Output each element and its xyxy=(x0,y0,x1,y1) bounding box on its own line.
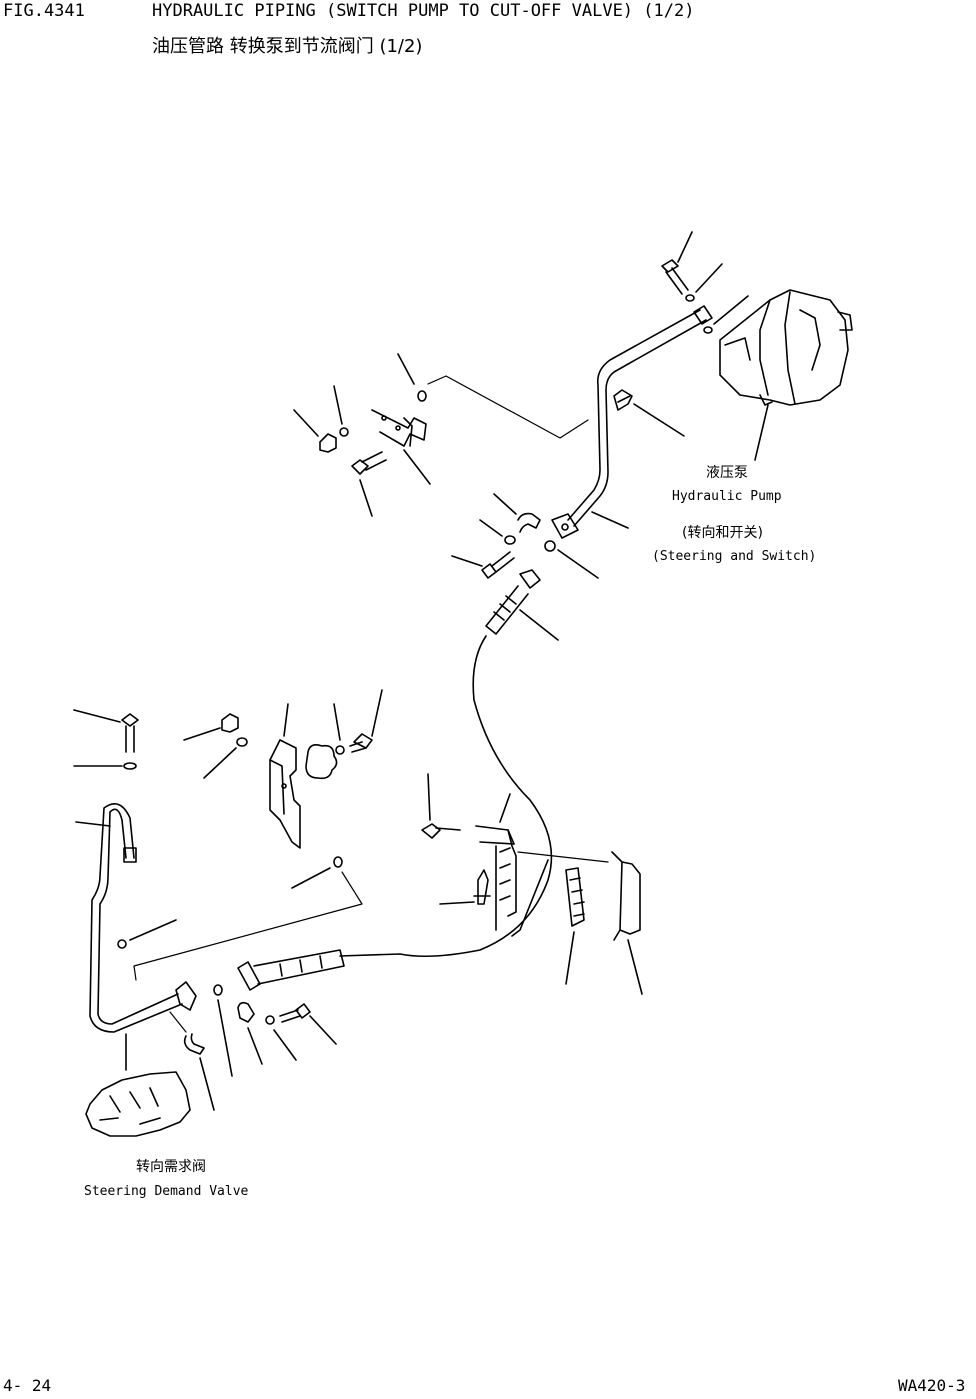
steering-demand-valve xyxy=(85,1071,191,1137)
lower-o-ring-leader xyxy=(217,999,233,1077)
mid-o-ring xyxy=(544,540,556,552)
lower-spring-washer-2 xyxy=(265,1015,275,1025)
lower-split-flange xyxy=(237,1001,255,1023)
figure-number: FIG.4341 xyxy=(3,1,85,21)
clip-bolt-leader xyxy=(427,773,431,821)
flange-bolt-leader xyxy=(309,1015,337,1045)
lower-o-ring xyxy=(213,984,223,996)
split-flange-lower-leader xyxy=(247,1027,263,1065)
lower-bracket xyxy=(269,739,301,849)
clip-stud xyxy=(473,869,491,905)
figure-title-en: HYDRAULIC PIPING (SWITCH PUMP TO CUT-OFF… xyxy=(152,1,695,21)
left-clamp xyxy=(183,1033,205,1055)
bolt-left xyxy=(121,713,139,753)
pump-washer-leader xyxy=(695,263,723,293)
upper-bracket xyxy=(371,409,427,447)
washer-leader xyxy=(333,385,343,425)
rubber-cushion xyxy=(305,744,338,780)
hose-inner-line xyxy=(511,859,549,937)
pump-o-ring xyxy=(703,326,713,334)
pump-leader xyxy=(754,404,769,461)
hose-clip-front xyxy=(475,825,517,931)
upper-bolt xyxy=(351,451,387,475)
demand-valve-label-en: Steering Demand Valve xyxy=(84,1184,249,1199)
lower-connection-line xyxy=(133,871,363,981)
nut-leader xyxy=(293,409,319,437)
upper-bolt-leader xyxy=(359,479,373,517)
hydraulic-pump xyxy=(719,289,853,406)
pump-label-en: Hydraulic Pump xyxy=(672,489,782,504)
page-number: 4- 24 xyxy=(3,1376,52,1395)
lower-bolt-leader xyxy=(371,689,383,737)
clamp-leader xyxy=(633,403,685,437)
lower-nut xyxy=(221,713,239,733)
pump-bolt xyxy=(661,259,689,295)
mid-bolt xyxy=(481,551,515,579)
lower-flange-bolt xyxy=(279,1003,311,1023)
mid-washer xyxy=(504,535,516,545)
side-bracket xyxy=(611,851,641,941)
lower-collar xyxy=(333,856,343,868)
collar-leader xyxy=(397,353,415,385)
clip-to-bracket-line xyxy=(517,851,609,863)
lower-bracket-bolt xyxy=(349,733,373,753)
split-flange xyxy=(517,512,541,533)
upper-washer xyxy=(339,427,349,437)
steer-switch-label-cn: (转向和开关) xyxy=(682,525,763,541)
left-clamp-leader xyxy=(199,1057,215,1111)
tube-clamp xyxy=(613,389,633,411)
connection-line xyxy=(427,375,589,439)
bracket-leader xyxy=(283,703,289,737)
demand-valve-label-cn: 转向需求阀 xyxy=(136,1159,206,1175)
washer-2-leader xyxy=(273,1029,297,1061)
hose-fitting-leader xyxy=(519,609,559,641)
left-tube xyxy=(89,802,183,1033)
pump-tube xyxy=(567,305,713,527)
clamp-line xyxy=(169,1011,187,1033)
left-collar xyxy=(117,939,127,949)
clip-bolt xyxy=(421,823,461,839)
tube-leader xyxy=(591,511,629,529)
bracket-collar xyxy=(417,390,427,402)
upper-nut xyxy=(319,433,337,453)
mid-washer-leader xyxy=(479,519,503,537)
side-bracket-leader xyxy=(627,939,643,995)
tube-flange xyxy=(551,513,579,539)
stud-leader xyxy=(439,901,475,905)
mid-bolt-leader xyxy=(451,555,483,567)
hose-fitting xyxy=(485,569,541,635)
lower-nut-leader xyxy=(183,727,221,741)
steer-switch-label-en: (Steering and Switch) xyxy=(652,549,817,564)
pump-washer-1 xyxy=(685,294,695,302)
lower-collar-leader xyxy=(291,867,331,889)
lower-hose-fitting xyxy=(237,949,345,991)
o-ring-leader xyxy=(557,549,599,579)
left-flange xyxy=(175,981,197,1011)
figure-title-cn: 油压管路 转换泵到节流阀门 (1/2) xyxy=(152,36,423,57)
split-flange-leader xyxy=(493,493,517,515)
model-code: WA420-3 xyxy=(898,1376,966,1395)
left-collar-leader xyxy=(129,919,177,941)
left-tube-leader xyxy=(75,821,111,827)
flex-hose xyxy=(339,635,553,958)
clip-leader xyxy=(499,793,511,823)
hose-clip-rear xyxy=(565,867,585,927)
pump-o-ring-leader xyxy=(713,295,749,325)
bracket-leader xyxy=(403,449,431,485)
spring-washer-leader xyxy=(203,747,237,779)
left-washer xyxy=(123,762,137,770)
rear-clip-leader xyxy=(565,931,575,985)
pump-bolt-leader xyxy=(677,231,693,263)
lower-washer xyxy=(335,745,345,755)
pump-label-cn: 液压泵 xyxy=(706,465,748,481)
clip-line xyxy=(479,841,515,845)
left-bolt-leader xyxy=(73,709,121,723)
lower-spring-washer xyxy=(236,737,248,747)
lower-washer-leader xyxy=(333,703,341,741)
